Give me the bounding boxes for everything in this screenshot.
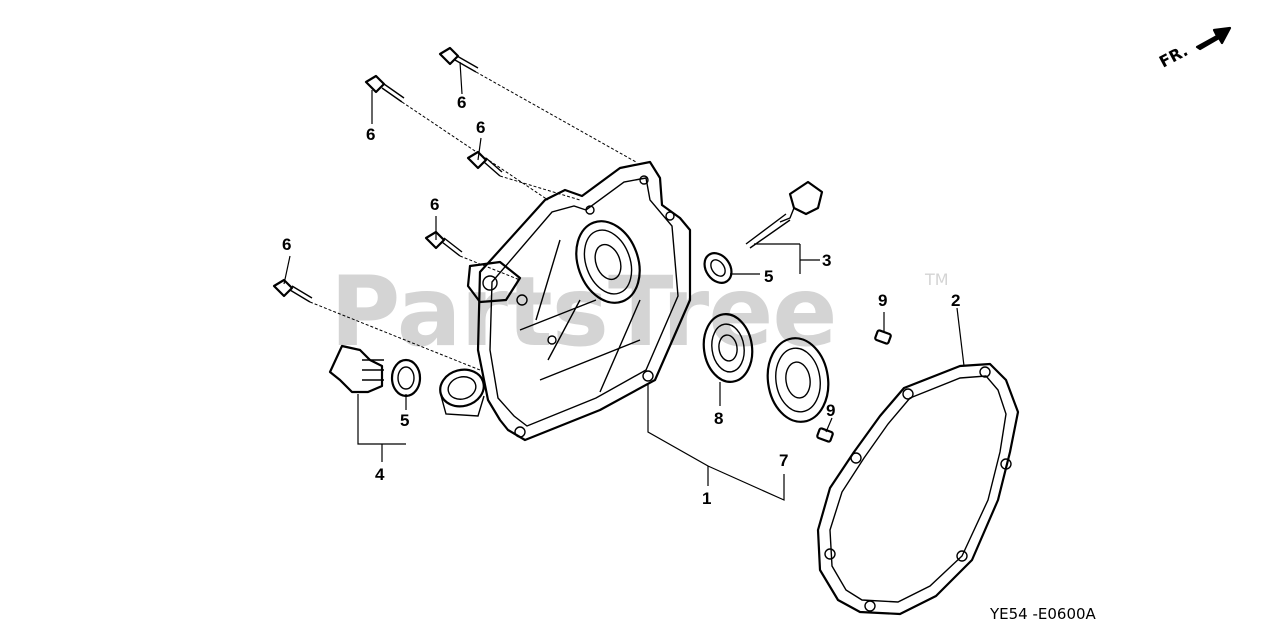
front-label: FR.	[1156, 41, 1191, 72]
flange-bolt-4	[424, 230, 463, 257]
callout-6-a: 6	[457, 93, 466, 112]
callout-6-d: 6	[430, 195, 439, 214]
leader-lines	[283, 61, 965, 501]
diagram-code: YE54 -E0600A	[989, 605, 1097, 623]
callout-5-lower: 5	[400, 411, 409, 430]
callout-1: 1	[702, 489, 711, 508]
callout-6-e: 6	[282, 235, 291, 254]
callout-9-upper: 9	[878, 291, 887, 310]
flange-bolt-5	[272, 278, 313, 303]
watermark-trademark: TM	[924, 270, 949, 289]
oil-seal-upper	[703, 252, 733, 284]
ball-bearing	[766, 337, 830, 423]
callout-2: 2	[951, 291, 960, 310]
front-arrow-icon	[1195, 26, 1232, 51]
callout-6-c: 6	[476, 118, 485, 137]
flange-bolt-2	[364, 74, 405, 103]
callout-8: 8	[714, 409, 723, 428]
callout-6-b: 6	[366, 125, 375, 144]
dowel-pin-upper	[874, 329, 892, 345]
callout-4: 4	[375, 465, 385, 484]
flange-bolt-3	[466, 150, 503, 177]
watermark-text: PartsTree	[330, 256, 836, 368]
oil-dipstick	[745, 180, 824, 249]
crankcase-cover	[439, 160, 692, 442]
callout-9-lower: 9	[826, 401, 835, 420]
drain-plug	[328, 344, 384, 394]
callout-7: 7	[779, 451, 788, 470]
flange-bolt-1	[438, 46, 479, 73]
callout-5-upper: 5	[764, 267, 773, 286]
front-direction-indicator: FR.	[1156, 26, 1232, 72]
case-cover-gasket	[816, 362, 1020, 616]
callout-3: 3	[822, 251, 831, 270]
dowel-pin-lower	[816, 427, 834, 443]
oil-seal-8	[702, 313, 754, 383]
